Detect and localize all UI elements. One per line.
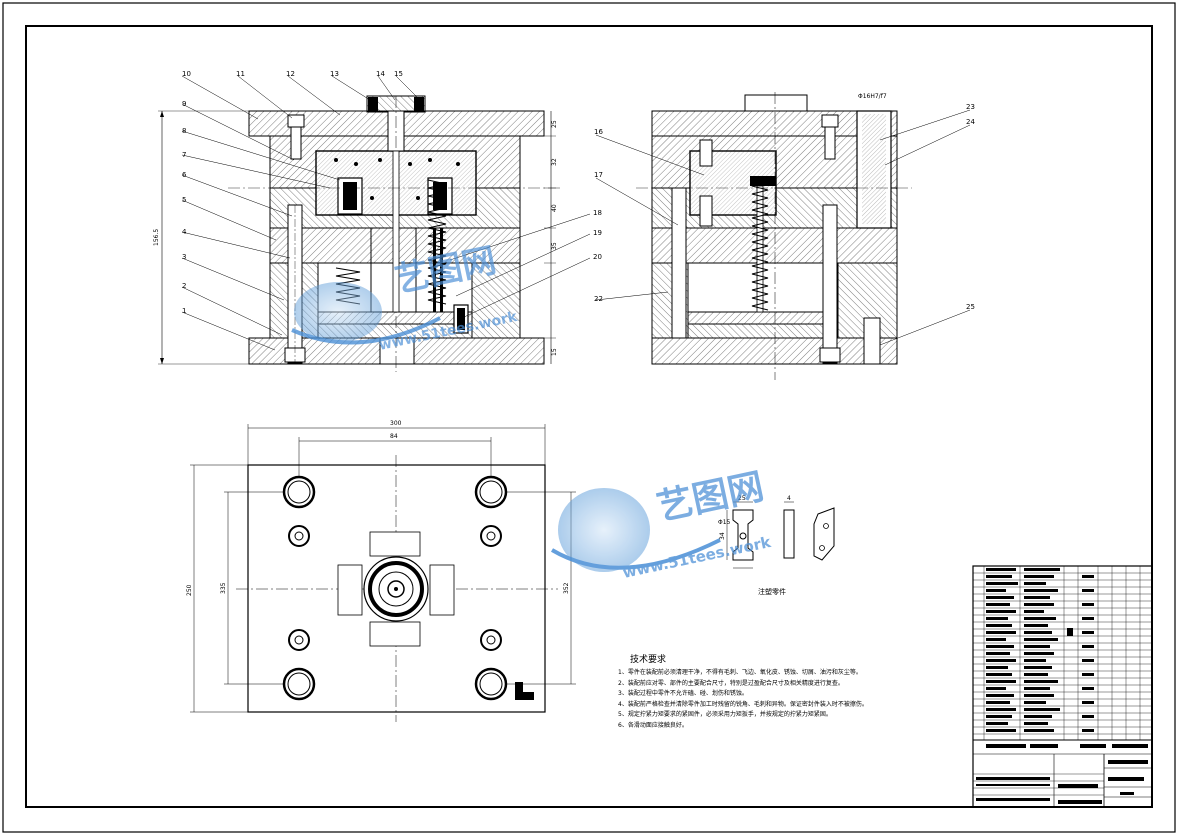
- dim-plan-width: 300: [390, 420, 402, 427]
- part-dims: [726, 501, 794, 569]
- callout-2: 2: [182, 282, 186, 290]
- dim-plan-inner-left: 335: [220, 582, 227, 594]
- dim-plan-height: 250: [186, 584, 193, 596]
- callout-25: 25: [966, 303, 975, 311]
- requirement-5: 5、规定拧紧力矩要求的紧固件，必须采用力矩扳手，并按规定的拧紧力矩紧固。: [618, 711, 832, 718]
- title-block: [972, 565, 1153, 808]
- requirement-2: 2、装配前应对零、部件的主要配合尺寸，特别是过盈配合尺寸及相关精度进行复查。: [618, 679, 844, 687]
- dim-plan-pitch: 84: [390, 433, 398, 440]
- technical-requirements: 技术要求 1、零件在装配前必须清理干净，不得有毛刺、飞边、氧化皮、锈蚀、切屑、油…: [618, 652, 958, 731]
- height-dimension: 156.5: [153, 110, 249, 365]
- dim-height-total: 156.5: [153, 229, 160, 246]
- right-leader-lines: [595, 109, 971, 346]
- bushing-dimension: Φ16H7/f7: [858, 93, 887, 100]
- dim-plate-2: 32: [551, 158, 558, 166]
- callout-1: 1: [182, 307, 186, 315]
- plan-dimensions: [190, 424, 576, 713]
- left-leader-lines: [181, 75, 591, 351]
- callout-16: 16: [594, 128, 603, 136]
- part-dim-w: 25: [738, 495, 746, 502]
- requirement-3: 3、装配过程中零件不允许磕、碰、划伤和锈蚀。: [618, 690, 748, 697]
- plan-view: [236, 455, 558, 722]
- callout-4: 4: [182, 228, 187, 236]
- callout-17: 17: [594, 171, 603, 179]
- callout-12: 12: [286, 70, 295, 78]
- callout-7: 7: [182, 151, 186, 159]
- side-section-view: [636, 92, 912, 380]
- callout-19: 19: [593, 229, 602, 237]
- dim-plate-1: 25: [551, 120, 558, 128]
- requirement-1: 1、零件在装配前必须清理干净，不得有毛刺、飞边、氧化皮、锈蚀、切屑、油污和灰尘等…: [618, 669, 862, 676]
- part-detail: [732, 507, 835, 561]
- part-dim-d: Φ15: [718, 519, 731, 526]
- callout-8: 8: [182, 127, 186, 135]
- callout-15: 15: [394, 70, 403, 78]
- callout-5: 5: [182, 196, 186, 204]
- requirement-6: 6、各滑动面应接触良好。: [618, 721, 688, 729]
- callout-18: 18: [593, 209, 602, 217]
- callout-13: 13: [330, 70, 339, 78]
- dim-plate-3: 40: [551, 204, 558, 212]
- requirement-4: 4、装配前严格检查并清除零件加工时残留的锐角、毛刺和异物。保证密封件装入时不被擦…: [618, 700, 868, 708]
- left-callouts: 1 2 3 4 5 6 7 8 9 10 11 12 13 14 15 18 1…: [182, 70, 602, 315]
- part-dim-h: 34: [719, 532, 726, 540]
- callout-6: 6: [182, 171, 187, 179]
- dim-plate-4: 35: [551, 242, 558, 250]
- part-dim-s: 4: [787, 495, 791, 502]
- callout-9: 9: [182, 100, 186, 108]
- technical-requirements-title: 技术要求: [630, 655, 667, 665]
- callout-20: 20: [593, 253, 602, 261]
- callout-23: 23: [966, 103, 975, 111]
- callout-3: 3: [182, 253, 186, 261]
- part-view-label: 注塑零件: [758, 587, 786, 596]
- dim-plate-5: 15: [551, 348, 558, 356]
- callout-24: 24: [966, 118, 975, 126]
- right-callouts: 16 17 22 23 24 25: [594, 103, 975, 311]
- title-block-text-marks: [976, 568, 1148, 804]
- callout-22: 22: [594, 295, 603, 303]
- dim-plan-inner-right: 352: [563, 582, 570, 594]
- plate-thickness-dims: 25 32 40 35 15: [544, 111, 558, 364]
- callout-11: 11: [236, 70, 245, 78]
- front-section-view: [228, 95, 560, 372]
- callout-10: 10: [182, 70, 191, 78]
- callout-14: 14: [376, 70, 385, 78]
- inner-border: [25, 25, 1153, 808]
